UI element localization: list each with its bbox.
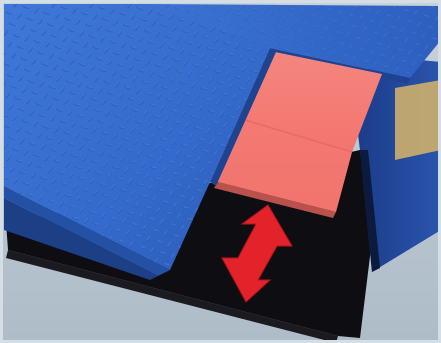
- hinge-bracket: [395, 80, 441, 160]
